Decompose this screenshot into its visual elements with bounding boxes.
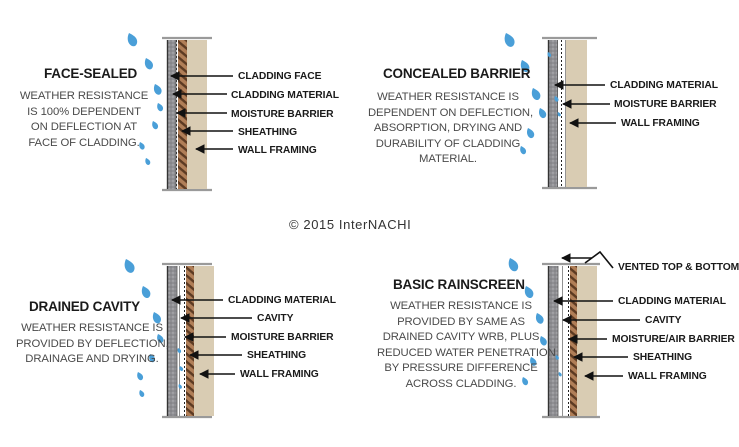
water-drop xyxy=(152,121,159,130)
water-drop-drainage xyxy=(558,372,562,377)
water-drop-drainage xyxy=(179,366,184,372)
water-drop xyxy=(152,312,162,324)
water-drop-penetration xyxy=(547,52,552,58)
label-sheathing: SHEATHING xyxy=(633,352,692,363)
label-wall-framing: WALL FRAMING xyxy=(240,369,319,380)
wall-framing xyxy=(566,40,587,187)
water-drop xyxy=(520,146,527,155)
wall-framing xyxy=(194,266,214,416)
water-drop xyxy=(531,88,541,101)
sheathing xyxy=(570,266,577,416)
label-sheathing: SHEATHING xyxy=(247,350,306,361)
water-drop xyxy=(153,84,162,95)
vent-bracket xyxy=(584,250,614,269)
water-drop-drainage xyxy=(177,348,182,354)
water-drop xyxy=(157,103,164,112)
water-drop xyxy=(522,377,529,386)
cladding-material xyxy=(549,40,558,187)
label-moisture-barrier: MOISTURE BARRIER xyxy=(614,99,717,110)
label-vented-top-bottom: VENTED TOP & BOTTOM xyxy=(618,262,739,273)
water-drop xyxy=(526,128,535,139)
water-drop-drainage xyxy=(555,355,559,360)
concealed-barrier-description: WEATHER RESISTANCE IS DEPENDENT ON DEFLE… xyxy=(368,91,533,165)
water-drop xyxy=(137,372,144,381)
cladding-material xyxy=(168,266,177,416)
drained-cavity-description: WEATHER RESISTANCE IS PROVIDED BY DEFLEC… xyxy=(16,322,169,365)
water-drop xyxy=(157,334,164,343)
label-cavity: CAVITY xyxy=(645,315,682,326)
basic-rainscreen-title: BASIC RAINSCREEN xyxy=(393,277,525,292)
label-wall-framing: WALL FRAMING xyxy=(621,118,700,129)
face-sealed-title: FACE-SEALED xyxy=(44,66,138,81)
water-drop xyxy=(538,108,547,119)
water-drop xyxy=(141,286,151,299)
label-wall-framing: WALL FRAMING xyxy=(628,371,707,382)
label-wall-framing: WALL FRAMING xyxy=(238,145,317,156)
label-cladding-face: CLADDING FACE xyxy=(238,71,322,82)
water-drop xyxy=(139,390,145,397)
label-cladding-material: CLADDING MATERIAL xyxy=(610,80,718,91)
water-drop xyxy=(520,60,530,73)
water-drop xyxy=(127,33,138,47)
sheathing xyxy=(178,40,187,189)
water-drop xyxy=(540,336,547,346)
cladding-material xyxy=(549,266,558,416)
water-drop xyxy=(504,33,515,47)
water-drop-penetration xyxy=(557,112,561,117)
water-drop xyxy=(530,357,537,366)
water-drop xyxy=(508,258,519,272)
copyright-text: © 2015 InterNACHI xyxy=(289,217,412,232)
label-cladding-material: CLADDING MATERIAL xyxy=(618,296,726,307)
water-drop xyxy=(535,313,544,324)
wall-framing xyxy=(187,40,207,189)
basic-rainscreen-description: WEATHER RESISTANCE IS PROVIDED BY SAME A… xyxy=(377,300,556,390)
label-moisture-barrier: MOISTURE BARRIER xyxy=(231,332,334,343)
label-sheathing: SHEATHING xyxy=(238,127,297,138)
water-drop xyxy=(139,142,145,150)
drained-cavity-title: DRAINED CAVITY xyxy=(29,299,140,314)
cladding-material xyxy=(168,40,176,189)
label-cladding-material: CLADDING MATERIAL xyxy=(228,295,336,306)
water-drop-drainage xyxy=(178,384,182,389)
label-cladding-material: CLADDING MATERIAL xyxy=(231,90,339,101)
water-drop xyxy=(149,354,156,363)
water-drop xyxy=(144,58,154,70)
sheathing xyxy=(186,266,194,416)
concealed-barrier-title: CONCEALED BARRIER xyxy=(383,66,531,81)
label-moisture-air-barrier: MOISTURE/AIR BARRIER xyxy=(612,334,735,345)
label-cavity: CAVITY xyxy=(257,313,294,324)
water-drop xyxy=(124,259,135,273)
wall-framing xyxy=(577,266,597,416)
water-drop-penetration xyxy=(554,96,559,102)
water-drop xyxy=(145,158,151,165)
label-moisture-barrier: MOISTURE BARRIER xyxy=(231,109,334,120)
face-sealed-description: WEATHER RESISTANCE IS 100% DEPENDENT ON … xyxy=(19,90,149,149)
water-drop xyxy=(524,286,534,299)
